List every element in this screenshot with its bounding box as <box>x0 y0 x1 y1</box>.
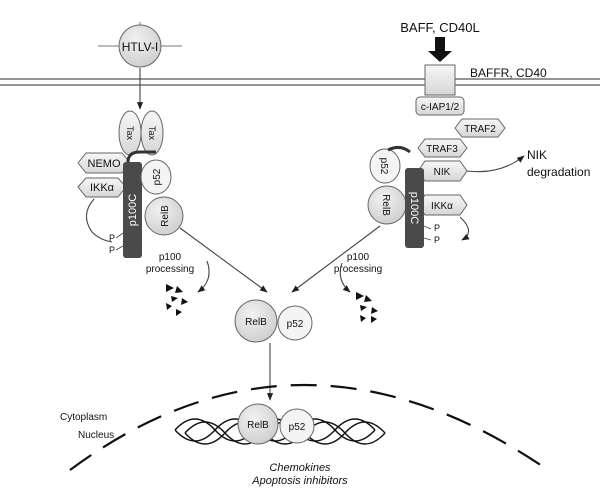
svg-text:p52: p52 <box>289 422 306 433</box>
phospho-right-1: P <box>434 223 440 233</box>
svg-text:TRAF2: TRAF2 <box>464 124 496 135</box>
relb-left: RelB <box>144 196 184 236</box>
svg-text:p100C: p100C <box>408 192 420 224</box>
nucleus-label: Nucleus <box>78 430 114 441</box>
htlv-virus: HTLV-I <box>98 22 182 68</box>
receptor-box <box>424 64 456 96</box>
tax-protein-1: Tax <box>118 110 142 156</box>
svg-text:IKKα: IKKα <box>90 182 115 194</box>
ligand-label: BAFF, CD40L <box>400 20 479 35</box>
svg-text:RelB: RelB <box>245 317 267 328</box>
p52-center: p52 <box>277 305 313 341</box>
p52-right: p52 <box>369 148 401 184</box>
processing-arrow-left <box>197 260 210 293</box>
relb-right: RelB <box>367 185 407 225</box>
svg-text:RelB: RelB <box>160 205 171 227</box>
svg-text:p52: p52 <box>152 168 163 185</box>
degradation-fragments-left <box>166 284 188 316</box>
phospho-left-2: P <box>109 245 115 255</box>
svg-text:p52: p52 <box>378 158 389 175</box>
right-to-dimer-arrow <box>291 225 381 293</box>
svg-text:IKKα: IKKα <box>431 201 453 212</box>
htlv-label: HTLV-I <box>122 40 158 54</box>
p52-left: p52 <box>140 159 172 195</box>
relb-nucleus: RelB <box>237 403 279 445</box>
traf3-protein: TRAF3 <box>417 138 468 158</box>
nik-protein: NIK <box>417 160 468 182</box>
nik-degradation-label-1: NIK <box>527 148 547 162</box>
processing-left-2: processing <box>146 264 194 275</box>
p100c-left: p100C <box>123 150 156 258</box>
nuclear-envelope <box>69 383 549 471</box>
svg-text:Tax: Tax <box>147 126 157 141</box>
degradation-fragments-right <box>356 292 378 323</box>
phospho-arrow-left <box>85 198 113 243</box>
svg-text:RelB: RelB <box>247 420 269 431</box>
svg-text:TRAF3: TRAF3 <box>426 144 458 155</box>
receptor-label: BAFFR, CD40 <box>470 66 547 80</box>
relb-center: RelB <box>234 299 278 343</box>
svg-text:Tax: Tax <box>125 126 135 141</box>
nemo-protein: NEMO <box>77 152 131 174</box>
ikk-alpha-right: IKKα <box>417 194 468 216</box>
processing-arrow-right <box>339 262 351 293</box>
ikk-alpha-left: IKKα <box>77 177 127 198</box>
svg-text:RelB: RelB <box>380 194 391 216</box>
processing-right-2: processing <box>334 264 382 275</box>
ligand-arrow <box>428 37 452 62</box>
left-to-dimer-arrow <box>179 227 268 293</box>
svg-text:p100C: p100C <box>127 194 139 226</box>
ciap-protein: c-IAP1/2 <box>415 96 465 116</box>
cytoplasm-label: Cytoplasm <box>60 412 107 423</box>
svg-text:p52: p52 <box>287 319 304 330</box>
traf2-protein: TRAF2 <box>454 118 506 138</box>
nik-degradation-arrow <box>466 155 525 173</box>
target-genes-line-2: Apoptosis inhibitors <box>251 475 348 487</box>
phospho-left-1: P <box>109 233 115 243</box>
svg-text:c-IAP1/2: c-IAP1/2 <box>421 102 460 113</box>
svg-text:NIK: NIK <box>434 167 451 178</box>
plasma-membrane <box>0 78 600 86</box>
svg-text:NEMO: NEMO <box>88 158 121 170</box>
target-genes-line-1: Chemokines <box>269 462 331 474</box>
nik-degradation-label-2: degradation <box>527 165 590 179</box>
p52-nucleus: p52 <box>279 408 315 444</box>
p100c-right: p100C <box>387 145 424 248</box>
phospho-arrow-right <box>459 216 470 241</box>
phospho-right-2: P <box>434 235 440 245</box>
processing-right-1: p100 <box>347 252 370 263</box>
processing-left-1: p100 <box>159 252 182 263</box>
tax-protein-2: Tax <box>140 110 164 156</box>
